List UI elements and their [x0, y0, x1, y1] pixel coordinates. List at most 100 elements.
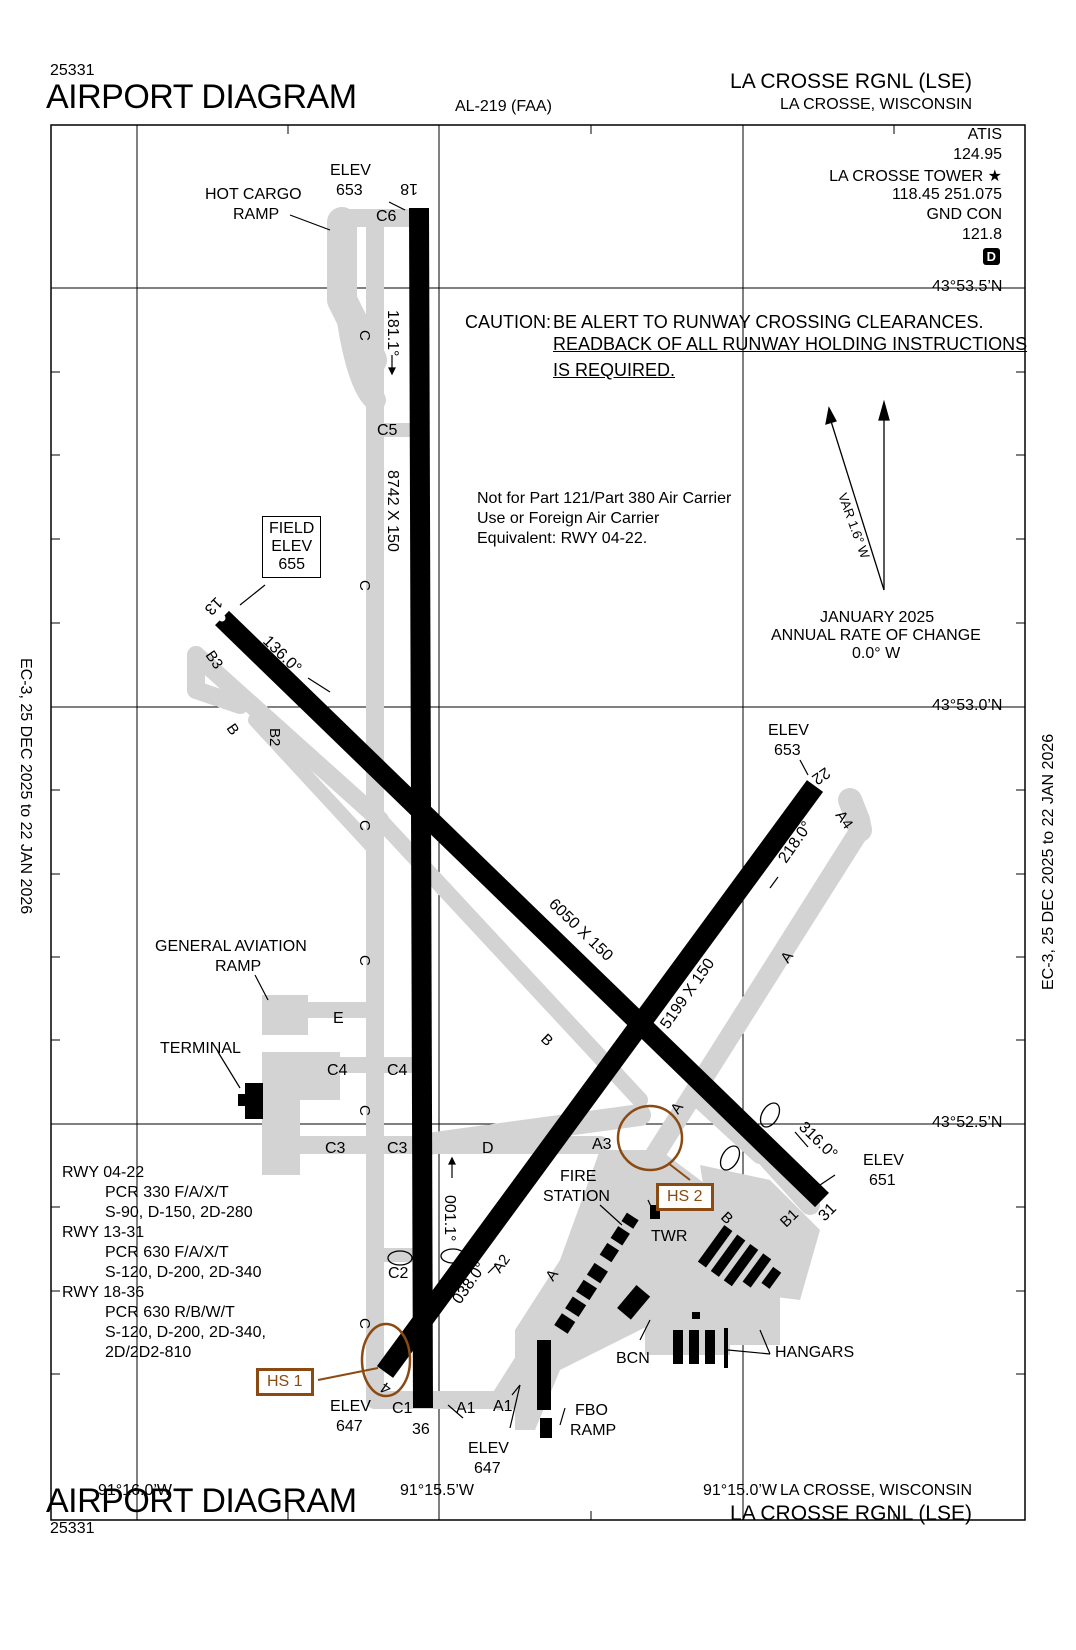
lon-mid: 91°15.5’W: [400, 1482, 474, 1499]
atis-frequency: 124.95: [953, 146, 1002, 163]
mag-date: JANUARY 2025: [820, 609, 935, 626]
svg-text:B: B: [537, 1031, 556, 1050]
elev-31-value: 651: [869, 1172, 896, 1189]
field-elev-l2: ELEV: [271, 538, 313, 555]
svg-text:C: C: [356, 955, 373, 966]
rwy-13-label: 13: [201, 593, 226, 618]
hot-cargo-ramp-label: RAMP: [233, 206, 280, 223]
note-line-2: Use or Foreign Air Carrier: [477, 510, 660, 527]
taxiway-c3-east: C3: [387, 1140, 408, 1157]
mag-rate-label: ANNUAL RATE OF CHANGE: [771, 627, 981, 644]
ga-label: GENERAL AVIATION: [155, 938, 307, 955]
caution-prefix: CAUTION:: [465, 312, 552, 332]
rwy-1836-weights: S-120, D-200, 2D-340,: [105, 1324, 266, 1341]
field-elevation-box: FIELD ELEV 655: [262, 516, 322, 578]
rwy-1836-title: RWY 18-36: [62, 1284, 145, 1301]
chart-number-top: 25331: [50, 62, 95, 79]
hot-cargo-label: HOT CARGO: [205, 186, 302, 203]
tower-building-label: TWR: [651, 1228, 688, 1245]
fire-label: FIRE: [560, 1168, 597, 1185]
taxiway-c5: C5: [377, 422, 398, 439]
lon-right: 91°15.0’W: [703, 1482, 777, 1499]
ground-frequency: 121.8: [961, 226, 1002, 243]
field-elev-l3: 655: [278, 556, 306, 573]
fbo-ramp-label: RAMP: [570, 1422, 617, 1439]
elev-22-label: ELEV: [768, 722, 809, 739]
taxiway-c3-west: C3: [325, 1140, 346, 1157]
rwy-1836-pcr: PCR 630 R/B/W/T: [105, 1304, 235, 1321]
rwy-1836-weights-2: 2D/2D2-810: [105, 1344, 192, 1361]
rwy-18-label: 18: [400, 180, 418, 197]
rwy-1331-pcr: PCR 630 F/A/X/T: [105, 1244, 229, 1261]
hangars-label: HANGARS: [775, 1344, 855, 1361]
airport-name-top: LA CROSSE RGNL (LSE): [730, 70, 972, 93]
caution-line-2: READBACK OF ALL RUNWAY HOLDING INSTRUCTI…: [553, 334, 1028, 354]
rwy-heading-181: 181.1°: [384, 310, 401, 356]
rwy-0422-title: RWY 04-22: [62, 1164, 145, 1181]
ga-ramp-label: RAMP: [215, 958, 262, 975]
hot-spot-2[interactable]: HS 2: [656, 1183, 714, 1211]
elev-36-value: 647: [474, 1460, 501, 1477]
elev-18-label: ELEV: [330, 162, 371, 179]
taxiway-c6: C6: [376, 208, 397, 225]
svg-text:C: C: [356, 580, 373, 591]
taxiway-e: E: [333, 1010, 344, 1027]
rwy-0422-pcr: PCR 330 F/A/X/T: [105, 1184, 229, 1201]
field-elev-l1: FIELD: [269, 520, 315, 537]
page-title-bottom: AIRPORT DIAGRAM: [46, 1482, 357, 1520]
elev-4-value: 647: [336, 1418, 363, 1435]
taxiway-a1-west: A1: [456, 1400, 476, 1417]
caution-line-3: IS REQUIRED.: [553, 360, 676, 380]
elev-36-label: ELEV: [468, 1440, 509, 1457]
elev-18-value: 653: [336, 182, 363, 199]
svg-text:C: C: [356, 1105, 373, 1116]
page-title: AIRPORT DIAGRAM: [46, 78, 357, 116]
city-bottom: LA CROSSE, WISCONSIN: [779, 1482, 972, 1499]
elev-4-label: ELEV: [330, 1398, 371, 1415]
d-atis-badge: D: [982, 248, 1000, 265]
rwy-36-label: 36: [412, 1421, 430, 1438]
terminal-label: TERMINAL: [160, 1040, 241, 1057]
atis-label: ATIS: [967, 126, 1002, 143]
note-line-1: Not for Part 121/Part 380 Air Carrier: [477, 490, 732, 507]
ground-label: GND CON: [926, 206, 1002, 223]
note-line-3: Equivalent: RWY 04-22.: [477, 530, 648, 547]
caution-line-1: BE ALERT TO RUNWAY CROSSING CLEARANCES.: [553, 312, 984, 332]
rwy-heading-001: 001.1°: [441, 1195, 458, 1241]
taxiway-c4-east: C4: [387, 1062, 408, 1079]
mag-rate: 0.0° W: [852, 645, 901, 662]
chart-number-bottom: 25331: [50, 1520, 95, 1537]
lon-left: 91°16.0’W: [98, 1482, 172, 1499]
svg-text:C: C: [356, 1318, 373, 1329]
rwy-1331-weights: S-120, D-200, 2D-340: [105, 1264, 262, 1281]
fbo-label: FBO: [575, 1402, 608, 1419]
taxiway-c1: C1: [392, 1400, 413, 1417]
tower-frequency: 118.45 251.075: [891, 186, 1002, 203]
lat-bottom: 43°52.5’N: [932, 1114, 1003, 1131]
svg-text:B: B: [223, 721, 243, 739]
svg-text:A2: A2: [489, 1252, 513, 1277]
svg-text:C: C: [356, 820, 373, 831]
taxiway-a1-east: A1: [493, 1398, 513, 1415]
rwy-1331-title: RWY 13-31: [62, 1224, 145, 1241]
taxiway-a3: A3: [592, 1136, 612, 1153]
elev-31-label: ELEV: [863, 1152, 904, 1169]
mag-var-label: VAR 1.6° W: [835, 491, 873, 561]
elev-22-value: 653: [774, 742, 801, 759]
beacon-label: BCN: [616, 1350, 650, 1367]
taxiway-c2: C2: [388, 1265, 409, 1282]
taxiway-c4-west: C4: [327, 1062, 348, 1079]
chart-series: AL-219 (FAA): [455, 98, 552, 115]
rwy-0422-weights: S-90, D-150, 2D-280: [105, 1204, 253, 1221]
city-top: LA CROSSE, WISCONSIN: [779, 96, 972, 113]
hot-spot-1[interactable]: HS 1: [256, 1368, 314, 1396]
rwy-18-36-dims: 8742 X 150: [384, 470, 401, 552]
svg-text:C: C: [356, 330, 373, 341]
tower-label: LA CROSSE TOWER ★: [829, 168, 1002, 185]
svg-text:B2: B2: [266, 728, 283, 746]
lat-top: 43°53.5’N: [932, 278, 1003, 295]
lat-mid: 43°53.0’N: [932, 697, 1003, 714]
taxiway-d: D: [482, 1140, 494, 1157]
station-label: STATION: [543, 1188, 610, 1205]
